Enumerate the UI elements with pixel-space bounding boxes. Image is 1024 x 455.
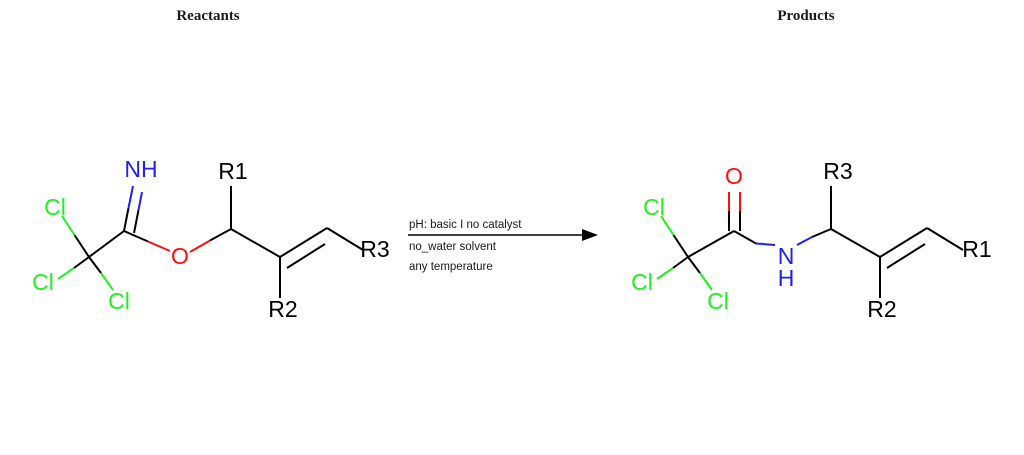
product-bond-ccl3-to-cl-lower-carbonhalf <box>687 256 701 274</box>
bond-imine-double-outer-nitrogenhalf <box>127 185 134 209</box>
bond-oxygen-to-ch-carbonhalf <box>209 228 232 242</box>
bond-alkene-double-outer <box>279 227 328 258</box>
reaction-arrow-head-icon <box>582 229 598 241</box>
product-chlorine-lower-label: Cl <box>707 288 729 314</box>
bond-imine-carbon-to-oxygen-oxygenhalf <box>147 240 171 252</box>
product-bond-ccl3-to-carbonyl-carbon <box>687 230 735 258</box>
condition-above-arrow: pH: basic I no catalyst <box>409 219 522 231</box>
product-bond-nitrogen-to-ch-nitrogenhalf <box>796 236 813 246</box>
bond-ccl3-to-cl-upper-carbonhalf <box>73 234 90 258</box>
reactant-nh-label: NH <box>124 156 157 182</box>
reactants-title: Reactants <box>176 8 239 24</box>
product-oxygen-label: O <box>725 163 743 189</box>
reactant-rgroup-bottom-label: R2 <box>268 296 297 322</box>
bond-ccl3-to-cl-lower-carbonhalf <box>88 256 102 274</box>
bond-ch-to-alkene-carbon <box>230 228 281 258</box>
product-bond-ccl3-to-cl-upper-carbonhalf <box>672 234 689 258</box>
bond-ccl3-to-cl-left-carbonhalf <box>73 256 90 269</box>
product-bond-alkene-to-rgroup-end <box>926 227 964 251</box>
product-hydrogen-label: H <box>778 265 795 291</box>
reactant-molecule: NH O Cl Cl Cl R1 R2 R3 <box>32 156 390 322</box>
product-rgroup-bottom-label: R2 <box>867 296 896 322</box>
product-chlorine-upper-label: Cl <box>643 194 665 220</box>
product-bond-alkene-double-outer <box>879 227 928 258</box>
product-bond-carbonyl-to-nitrogen-carbonhalf <box>733 230 757 245</box>
bond-oxygen-to-ch-oxygenhalf <box>189 239 211 253</box>
reactant-oxygen-label: O <box>171 243 189 269</box>
product-bond-ccl3-to-cl-left-chlorinehalf <box>656 267 674 280</box>
product-bond-alkene-double-inner <box>886 243 926 269</box>
products-title: Products <box>777 8 834 24</box>
reactant-chlorine-lower-label: Cl <box>108 288 130 314</box>
reactant-chlorine-upper-label: Cl <box>44 194 66 220</box>
bond-ccl3-to-imine-carbon <box>88 230 125 258</box>
bond-ccl3-to-cl-upper-chlorinehalf <box>61 215 76 236</box>
product-bond-ccl3-to-cl-lower-chlorinehalf <box>699 272 713 291</box>
product-bond-carbonyl-to-nitrogen-nitrogenhalf <box>755 242 776 246</box>
product-nitrogen-label: N <box>778 243 795 269</box>
product-rgroup-top-label: R3 <box>823 158 852 184</box>
product-bond-nitrogen-to-ch-carbonhalf <box>811 228 832 238</box>
condition-below-arrow-line2: any temperature <box>409 261 493 273</box>
bond-imine-double-inner-carbonhalf <box>133 209 140 234</box>
bond-ccl3-to-cl-left-chlorinehalf <box>57 267 75 280</box>
product-rgroup-end-label: R1 <box>962 236 991 262</box>
product-chlorine-left-label: Cl <box>631 269 653 295</box>
reactant-rgroup-top-label: R1 <box>218 158 247 184</box>
product-bond-ccl3-to-cl-upper-chlorinehalf <box>660 215 675 236</box>
product-bond-ccl3-to-cl-left-carbonhalf <box>672 256 689 269</box>
bond-imine-carbon-to-oxygen-carbonhalf <box>123 230 149 243</box>
bond-alkene-to-rgroup-end <box>326 227 364 251</box>
reaction-arrow-group <box>408 229 598 241</box>
bond-imine-double-outer-carbonhalf <box>123 207 130 232</box>
product-molecule: O N H Cl Cl Cl R3 R2 R1 <box>631 158 992 322</box>
bond-alkene-double-inner <box>286 243 326 269</box>
condition-below-arrow-line1: no_water solvent <box>409 241 497 253</box>
bond-ccl3-to-cl-lower-chlorinehalf <box>100 272 114 291</box>
reactant-rgroup-end-label: R3 <box>360 236 389 262</box>
reactant-chlorine-left-label: Cl <box>32 269 54 295</box>
bond-imine-double-inner-nitrogenhalf <box>137 191 143 211</box>
product-bond-ch-to-alkene-carbon <box>830 228 881 258</box>
